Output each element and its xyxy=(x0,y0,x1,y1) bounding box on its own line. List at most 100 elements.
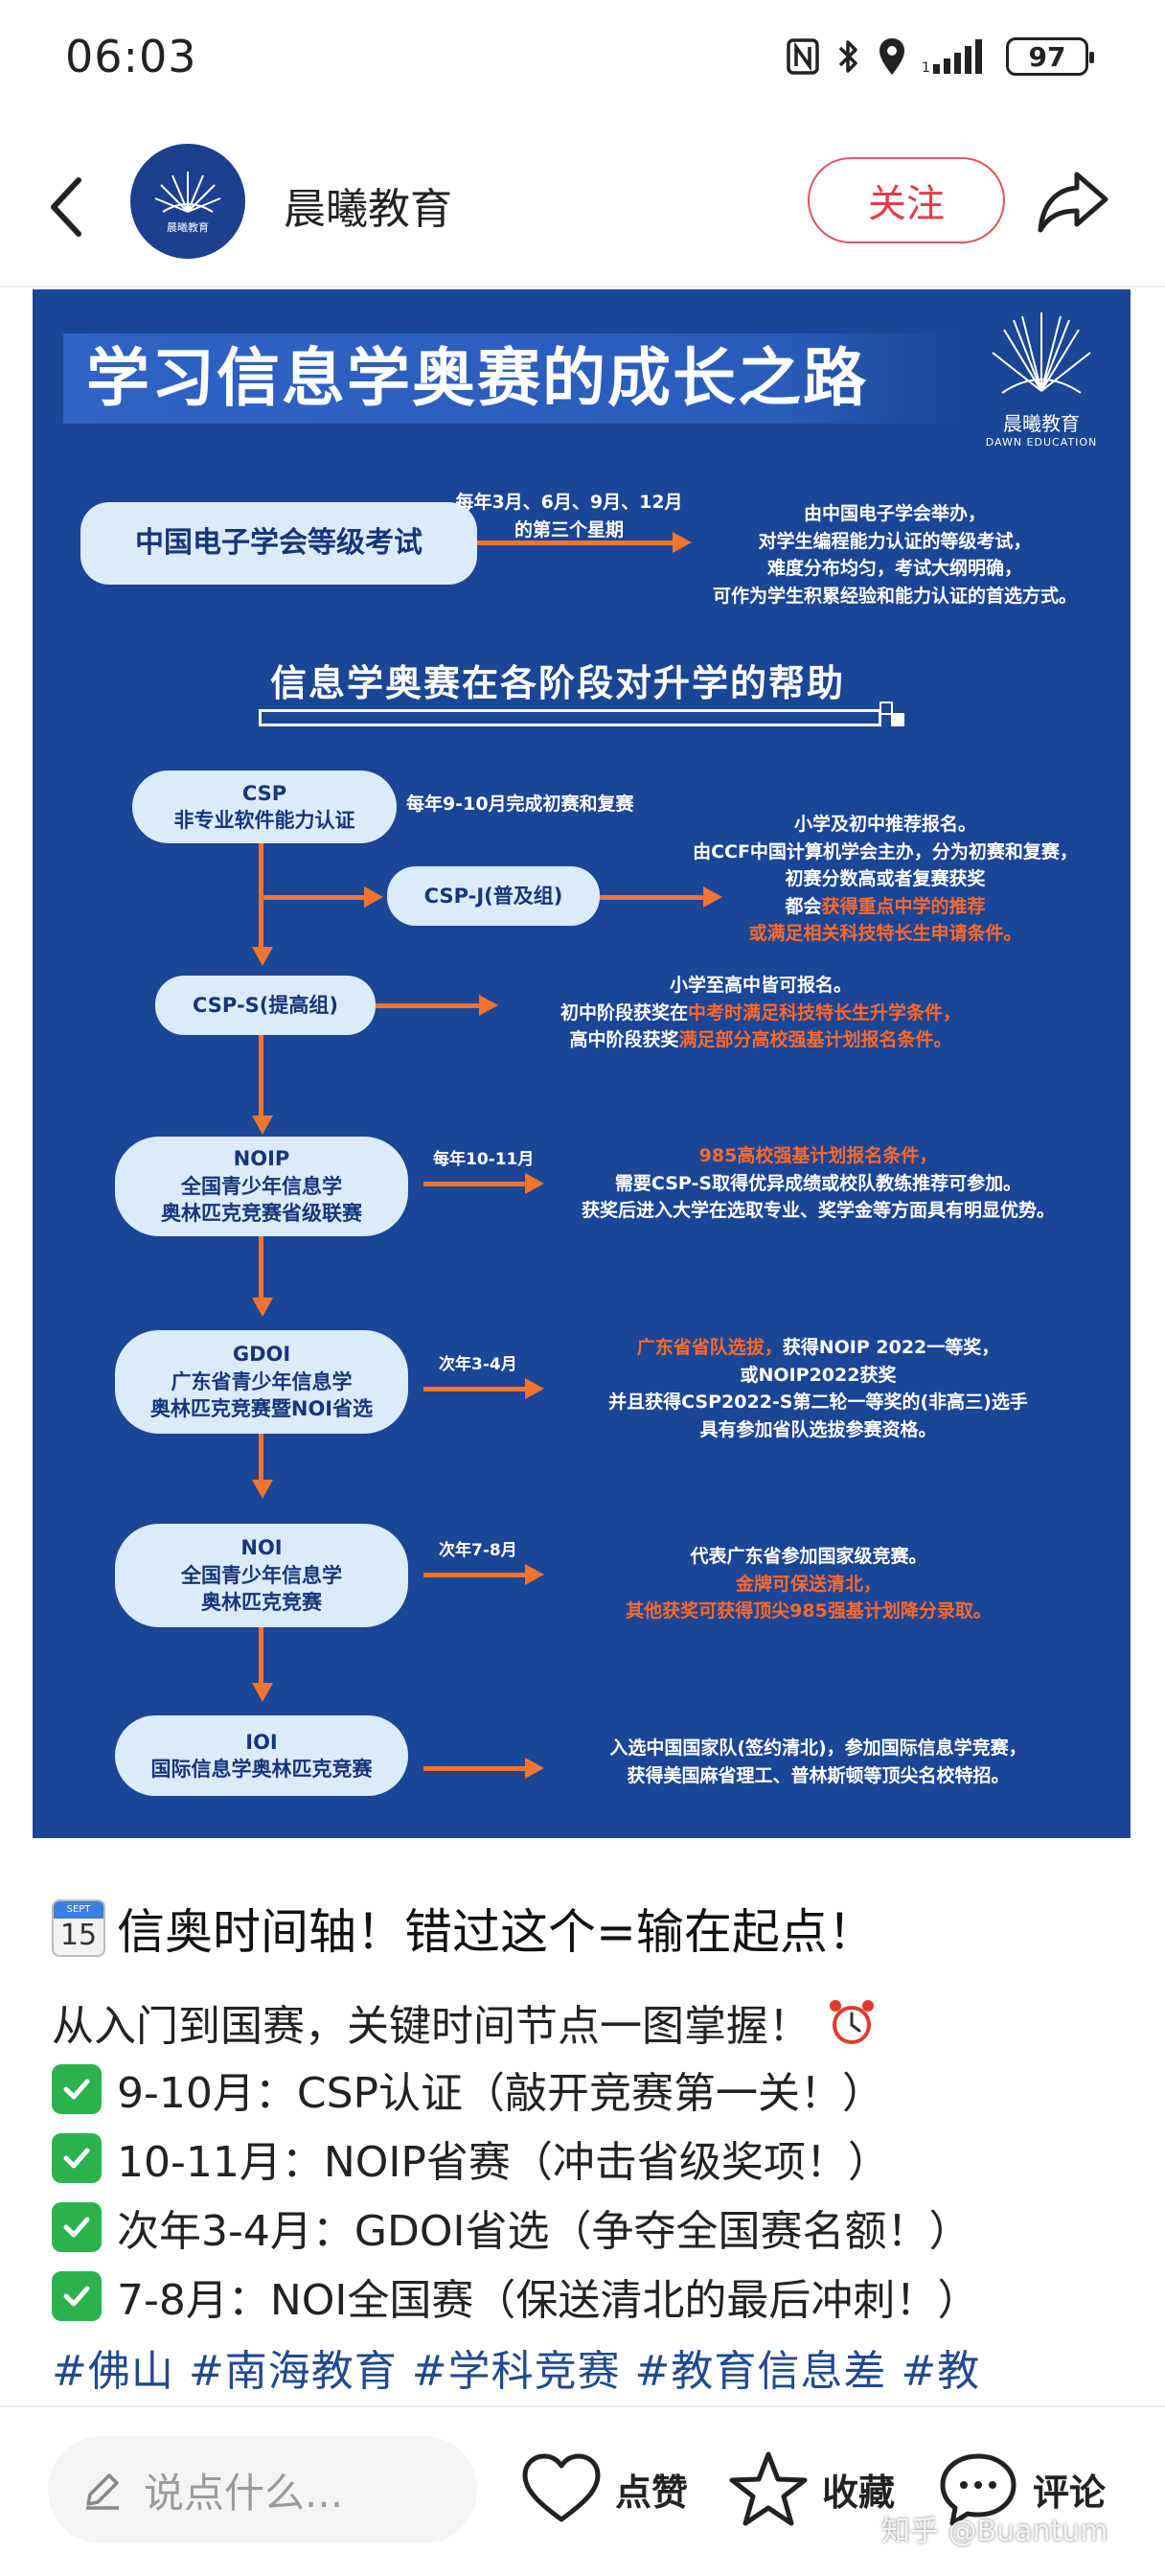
csps-desc-text: 高中阶段获奖 xyxy=(569,1029,679,1050)
collect-button[interactable]: 收藏 xyxy=(728,2446,895,2532)
arrow-head xyxy=(525,1758,544,1779)
timeline-item: 9-10月：CSP认证（敲开竞赛第一关！） xyxy=(52,2058,884,2120)
csp-pill: CSP 非专业软件能力认证 xyxy=(132,770,397,843)
arrow-head xyxy=(364,886,383,908)
csps-desc-line: 初中阶段获奖在中考时满足科技特长生升学条件， xyxy=(483,1000,1039,1027)
csps-desc-highlight: 中考时满足科技特长生升学条件， xyxy=(688,1001,962,1024)
pencil-icon xyxy=(86,2473,119,2510)
arrow-head xyxy=(525,1564,544,1585)
check-icon xyxy=(52,2133,102,2183)
arrow-line xyxy=(423,1766,527,1771)
noi-desc-highlight: 其他获奖可获得顶尖985强基计划降分录取。 xyxy=(626,1600,992,1622)
check-icon xyxy=(52,2202,102,2252)
arrow-head xyxy=(703,886,722,908)
csps-pill-label: CSP-S(提高组) xyxy=(193,993,338,1017)
ioi-desc-line: 入选中国国家队(签约清北)，参加国际信息学竞赛， xyxy=(609,1737,1027,1759)
flow-line xyxy=(259,895,364,900)
svg-text:1: 1 xyxy=(922,60,930,76)
noip-desc-line: 获奖后进入大学在选取专业、奖学金等方面具有明显优势。 xyxy=(581,1200,1055,1221)
account-name[interactable]: 晨曦教育 xyxy=(284,185,452,234)
sunrise-logo-icon xyxy=(992,312,1091,394)
cspj-desc-text: 都会 xyxy=(785,895,822,917)
calendar-icon: SEPT 15 xyxy=(52,1899,105,1957)
watermark: 知乎 @Buantum xyxy=(881,2515,1108,2548)
header-divider xyxy=(0,286,1165,288)
post-title-text: 信奥时间轴！错过这个=输在起点！ xyxy=(117,1904,876,1960)
location-icon xyxy=(879,38,904,75)
gdoi-desc-text: 获得NOIP 2022一等奖， xyxy=(782,1337,1000,1358)
arrow-head xyxy=(252,1683,273,1702)
poster-title: 学习信息学奥赛的成长之路 xyxy=(86,341,868,415)
bluetooth-icon xyxy=(838,40,857,73)
noi-pill-label: NOI 全国青少年信息学 奥林匹克竞赛 xyxy=(181,1536,342,1615)
arrow-head xyxy=(252,1116,273,1135)
comment-bubble-icon xyxy=(940,2453,1017,2526)
heart-icon xyxy=(522,2453,601,2522)
gdoi-desc: 广东省省队选拔，获得NOIP 2022一等奖， 或NOIP2022获奖 并且获得… xyxy=(540,1334,1096,1443)
csps-desc-line: 小学至高中皆可报名。 xyxy=(669,975,852,996)
post-intro: 从入门到国赛，关键时间节点一图掌握！ xyxy=(52,1991,878,2053)
comment-button[interactable]: 评论 xyxy=(937,2446,1106,2532)
noip-pill: NOIP 全国青少年信息学 奥林匹克竞赛省级联赛 xyxy=(115,1137,408,1236)
csps-desc-text: 初中阶段获奖在 xyxy=(560,1001,688,1024)
flow-line xyxy=(259,1035,263,1117)
ioi-desc: 入选中国国家队(签约清北)，参加国际信息学竞赛， 获得美国麻省理工、普林斯顿等顶… xyxy=(550,1735,1086,1789)
flow-line xyxy=(259,1627,263,1685)
back-arrow-icon[interactable] xyxy=(38,171,96,243)
alarm-clock-icon xyxy=(830,2000,874,2044)
gdoi-desc-line: 并且获得CSP2022-S第二轮一等奖的(非高三)选手 xyxy=(608,1392,1028,1413)
timeline-item-text: 7-8月：NOI全国赛（保送清北的最后冲刺！） xyxy=(117,2276,980,2325)
cspj-desc-line: 由CCF中国计算机学会主办，分为初赛和复赛， xyxy=(693,840,1078,862)
calendar-month: SEPT xyxy=(54,1901,103,1919)
csp-timing: 每年9-10月完成初赛和复赛 xyxy=(406,794,634,815)
flow-line xyxy=(259,1434,263,1482)
subtitle-deco xyxy=(891,713,904,726)
comment-label: 评论 xyxy=(1033,2471,1107,2514)
arrow-head xyxy=(525,1173,544,1194)
share-icon[interactable] xyxy=(1037,169,1109,234)
gdoi-timing: 次年3-4月 xyxy=(439,1355,517,1374)
calendar-day: 15 xyxy=(59,1919,98,1952)
follow-button[interactable]: 关注 xyxy=(808,157,1005,243)
gdoi-pill: GDOI 广东省青少年信息学 奥林匹克竞赛暨NOI省选 xyxy=(115,1330,408,1434)
avatar[interactable]: 晨曦教育 xyxy=(130,144,245,259)
comment-input[interactable]: 说点什么... xyxy=(48,2436,477,2543)
timeline-item-text: 9-10月：CSP认证（敲开竞赛第一关！） xyxy=(117,2069,885,2118)
post-intro-text: 从入门到国赛，关键时间节点一图掌握！ xyxy=(52,2002,811,2051)
poster-logo: 晨曦教育 DAWN EDUCATION xyxy=(979,307,1104,450)
noi-desc: 代表广东省参加国家级竞赛。 金牌可保送清北， 其他获奖可获得顶尖985强基计划降… xyxy=(540,1543,1077,1625)
cspj-desc-line: 初赛分数高或者复赛获奖 xyxy=(785,868,986,889)
cspj-desc-line: 都会获得重点中学的推荐 xyxy=(627,893,1131,921)
csps-desc: 小学至高中皆可报名。 初中阶段获奖在中考时满足科技特长生升学条件， 高中阶段获奖… xyxy=(483,972,1039,1054)
like-label: 点赞 xyxy=(615,2471,689,2514)
timeline-item: 7-8月：NOI全国赛（保送清北的最后冲刺！） xyxy=(52,2266,979,2327)
arrow-head xyxy=(525,1378,544,1399)
avatar-brand: 晨曦教育 xyxy=(167,221,209,234)
status-icons: 1 97 xyxy=(786,33,1094,80)
noip-pill-label: NOIP 全国青少年信息学 奥林匹克竞赛省级联赛 xyxy=(161,1147,362,1226)
cspj-desc-highlight: 或满足相关科技特长生申请条件。 xyxy=(748,923,1022,944)
csps-pill: CSP-S(提高组) xyxy=(155,976,376,1035)
cspj-desc-line: 小学及初中推荐报名。 xyxy=(793,814,976,835)
csps-desc-highlight: 满足部分高校强基计划报名条件。 xyxy=(678,1029,952,1050)
sunrise-logo-icon xyxy=(154,172,221,213)
star-icon xyxy=(729,2451,808,2526)
bottom-divider xyxy=(0,2405,1165,2407)
noip-desc: 985高校强基计划报名条件， 需要CSP-S取得优异成绩或校队教练推荐可参加。 … xyxy=(512,1142,1125,1225)
noip-desc-line: 需要CSP-S取得优异成绩或校队教练推荐可参加。 xyxy=(614,1172,1022,1194)
noip-timing: 每年10-11月 xyxy=(433,1150,535,1169)
comment-placeholder: 说点什么... xyxy=(144,2469,344,2517)
signal-icon: 1 xyxy=(922,39,982,76)
like-button[interactable]: 点赞 xyxy=(521,2446,688,2532)
battery-level: 97 xyxy=(1028,40,1066,73)
battery-icon: 97 xyxy=(1006,37,1094,76)
post-image[interactable]: 学习信息学奥赛的成长之路 晨曦教育 DAWN EDUCATION 中国电子学会等… xyxy=(33,289,1131,1838)
arrow-head xyxy=(479,995,498,1016)
hashtags[interactable]: #佛山 #南海教育 #学科竞赛 #教育信息差 #教 xyxy=(52,2347,981,2396)
arrow-line xyxy=(600,895,705,900)
arrow-line xyxy=(376,1003,481,1008)
timeline-item: 次年3-4月：GDOI省选（争夺全国赛名额！） xyxy=(52,2196,971,2258)
noi-pill: NOI 全国青少年信息学 奥林匹克竞赛 xyxy=(115,1524,408,1627)
ioi-desc-line: 获得美国麻省理工、普林斯顿等顶尖名校特招。 xyxy=(627,1764,1010,1786)
noi-desc-line: 代表广东省参加国家级竞赛。 xyxy=(690,1546,927,1567)
